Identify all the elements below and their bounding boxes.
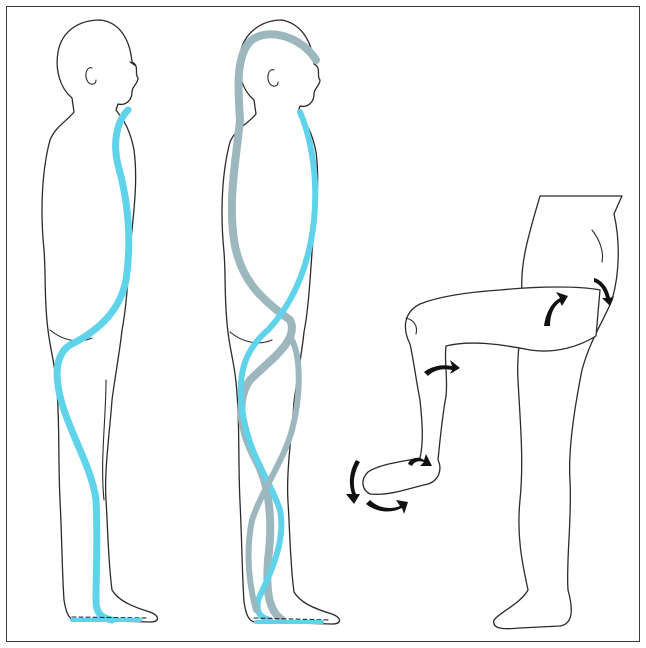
figure-leg-rotation [346,196,622,629]
rotation-arrow-icon [366,500,408,514]
rotation-arrow-icon [346,460,360,504]
figure-double-spiral [222,20,340,624]
figure-spiral-line [42,20,158,622]
